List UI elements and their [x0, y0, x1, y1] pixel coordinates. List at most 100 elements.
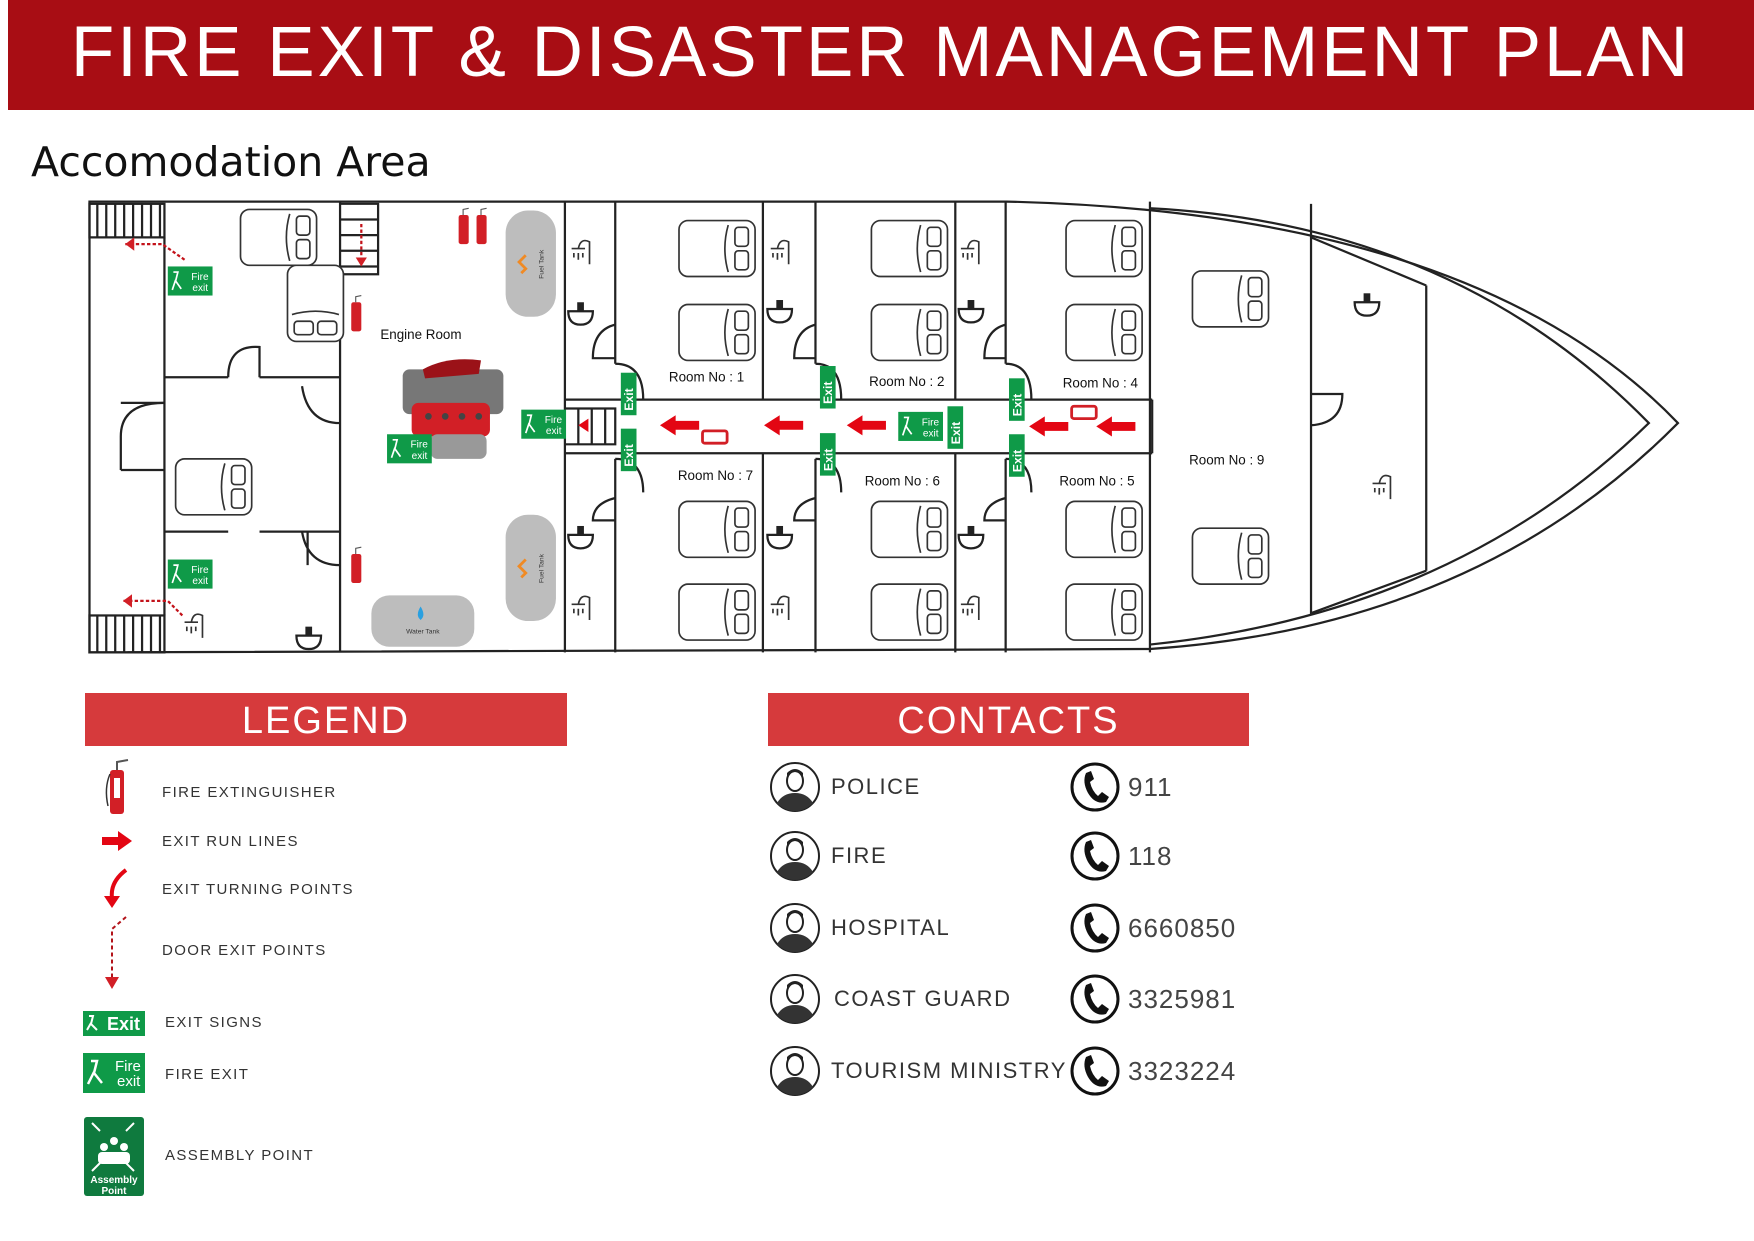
contact-number[interactable]: 911 [1128, 772, 1173, 802]
contact-number[interactable]: 118 [1128, 841, 1173, 871]
fuel-tank-label: Fuel Tank [539, 249, 546, 279]
bed-icon [1065, 219, 1143, 278]
legend-label: ASSEMBLY POINT [165, 1147, 315, 1164]
person-avatar-icon [770, 762, 820, 812]
sink-icon [1353, 293, 1381, 317]
svg-text:Fire: Fire [191, 272, 209, 283]
bed-icon [1065, 303, 1143, 362]
bed-icon [870, 303, 949, 362]
fire-extinguisher-icon [1070, 404, 1098, 420]
bed-icon [678, 219, 756, 278]
water-tank [371, 595, 475, 647]
svg-text:exit: exit [923, 428, 939, 439]
fire-extinguisher-icon [351, 546, 362, 584]
shower-icon [571, 595, 591, 620]
contact-name: COAST GUARD [834, 986, 1012, 1011]
person-avatar-icon [770, 903, 820, 953]
svg-text:exit: exit [192, 576, 208, 587]
svg-text:Fire: Fire [411, 440, 429, 451]
shower-icon [960, 595, 980, 620]
contact-name: POLICE [831, 774, 921, 799]
exit-run-arrow-icon [846, 415, 886, 436]
water-tank-label: Water Tank [406, 628, 440, 635]
fire-extinguisher-icon [476, 207, 487, 245]
area-subtitle: Accomodation Area [31, 138, 431, 186]
contact-name: TOURISM MINISTRY [831, 1058, 1067, 1083]
svg-text:Point: Point [102, 1186, 128, 1196]
exit-sign-icon: Exit [83, 1011, 145, 1036]
exit-sign: Exit [1008, 434, 1025, 477]
bed-icon [1191, 270, 1270, 328]
svg-text:exit: exit [192, 283, 208, 294]
svg-text:Fire: Fire [922, 417, 940, 428]
exit-sign: Exit [620, 372, 637, 416]
svg-text:Exit: Exit [949, 422, 963, 445]
contact-name: HOSPITAL [831, 915, 951, 940]
fuel-tank-label: Fuel Tank [539, 553, 546, 583]
person-avatar-icon [770, 1046, 820, 1096]
room-label: Room No : 2 [869, 374, 944, 389]
sink-icon [766, 300, 794, 324]
sink-icon [957, 300, 985, 324]
legend-header: LEGEND [85, 693, 567, 746]
engine-illustration [402, 359, 504, 459]
room-label: Room No : 5 [1059, 474, 1134, 489]
legend-label: FIRE EXTINGUISHER [162, 784, 337, 801]
title-banner: FIRE EXIT & DISASTER MANAGEMENT PLAN [8, 0, 1754, 110]
svg-text:exit: exit [412, 451, 428, 462]
fire-extinguisher-icon [701, 429, 729, 445]
assembly-point-icon: Assembly Point [84, 1117, 144, 1196]
legend-label: EXIT SIGNS [165, 1014, 263, 1031]
svg-text:Exit: Exit [1010, 450, 1024, 473]
bed-icon [1065, 583, 1143, 641]
sink-icon [295, 626, 323, 651]
contact-name: FIRE [831, 843, 888, 868]
door-exit-arrow-icon [125, 242, 186, 261]
legend-label: DOOR EXIT POINTS [162, 942, 327, 959]
phone-icon [1070, 1046, 1120, 1096]
room-label: Room No : 6 [865, 474, 940, 489]
contact-number[interactable]: 3325981 [1128, 984, 1237, 1014]
contact-number[interactable]: 6660850 [1128, 913, 1237, 943]
bed-icon [1191, 527, 1270, 585]
exit-run-arrow-icon [659, 415, 700, 436]
phone-icon [1070, 903, 1120, 953]
bed-icon [678, 500, 756, 559]
exit-sign: Exit [947, 406, 964, 449]
sink-icon [567, 302, 594, 326]
person-avatar-icon [770, 831, 820, 881]
phone-icon [1070, 974, 1120, 1024]
exit-run-arrow-icon [1029, 416, 1069, 437]
sink-icon [957, 525, 985, 550]
bed-icon [286, 264, 345, 343]
legend-label: EXIT TURNING POINTS [162, 881, 354, 898]
svg-text:Exit: Exit [1010, 394, 1024, 417]
sink-icon [567, 525, 594, 550]
fuel-tank-bottom [505, 514, 556, 622]
svg-text:Exit: Exit [622, 444, 636, 467]
shower-icon [770, 595, 790, 620]
bed-icon [174, 458, 253, 516]
svg-text:Fire: Fire [115, 1058, 141, 1075]
fire-extinguisher-icon [351, 294, 362, 332]
stair-hatch [88, 614, 166, 654]
engine-room-label: Engine Room [380, 327, 461, 342]
svg-text:Exit: Exit [821, 449, 835, 472]
shower-icon [571, 239, 591, 265]
bed-icon [870, 219, 949, 278]
arrow-right-icon [102, 831, 132, 851]
fire-extinguisher-icon [458, 207, 469, 245]
door-exit-arrow-icon [123, 599, 184, 617]
exit-sign: Exit [819, 366, 836, 409]
contact-number[interactable]: 3323224 [1128, 1056, 1237, 1086]
stair-hatch [88, 202, 166, 239]
fire-extinguisher-icon [105, 759, 129, 814]
room-label: Room No : 9 [1189, 452, 1264, 467]
page-title: FIRE EXIT & DISASTER MANAGEMENT PLAN [70, 13, 1692, 92]
phone-icon [1070, 762, 1120, 812]
